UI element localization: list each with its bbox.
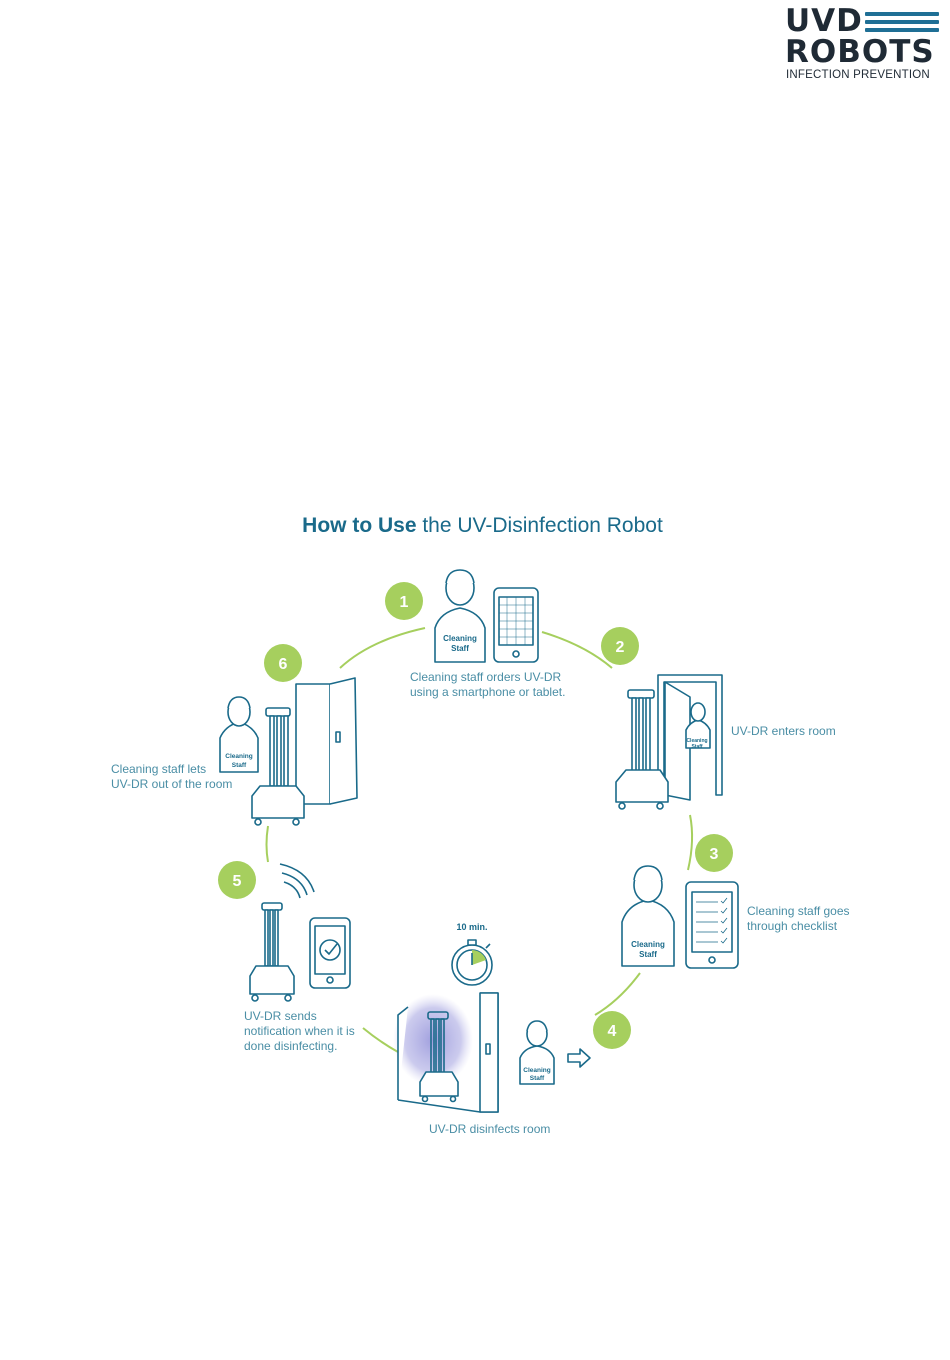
step1-label-line1: Cleaning staff orders UV-DR — [410, 670, 562, 684]
step1-label: Cleaning staff orders UV-DR using a smar… — [410, 670, 565, 700]
step5-uv-robot — [249, 902, 295, 1002]
step1-cleaning-staff-figure: Cleaning Staff — [434, 569, 486, 663]
staff-tag-line2: Staff — [691, 744, 702, 750]
staff-tag-line2: Staff — [639, 950, 657, 959]
staff-tag-line1: Cleaning — [631, 940, 665, 949]
step-badge-2: 2 — [601, 627, 639, 665]
staff-tag-line1: Cleaning — [523, 1067, 550, 1074]
step2-label-line1: UV-DR enters room — [731, 724, 836, 738]
step5-label-line1: UV-DR sends — [244, 1009, 317, 1023]
step-number-4: 4 — [608, 1023, 617, 1040]
arc-6-to-1 — [339, 627, 426, 669]
step5-label: UV-DR sends notification when it is done… — [244, 1009, 355, 1054]
step4-uv-robot — [419, 1011, 459, 1103]
staff-tag-line2: Staff — [451, 644, 469, 653]
staff-tag-line1: Cleaning — [443, 634, 477, 643]
step5-label-line3: done disinfecting. — [244, 1039, 338, 1053]
staff-tag-line2: Staff — [530, 1075, 545, 1082]
step4-label: UV-DR disinfects room — [429, 1122, 550, 1137]
step-number-5: 5 — [233, 873, 242, 890]
arc-1-to-2 — [541, 631, 613, 669]
step-badge-5: 5 — [218, 861, 256, 899]
logo-stripe — [865, 28, 939, 32]
step3-label-line2: through checklist — [747, 919, 838, 933]
step-badge-6: 6 — [264, 644, 302, 682]
step2-label: UV-DR enters room — [731, 724, 836, 739]
logo-line-uvd: UVD — [785, 3, 863, 39]
step4-room-wall — [397, 992, 499, 1113]
diagram-title: How to Use the UV-Disinfection Robot — [0, 514, 950, 538]
step6-uv-robot — [251, 707, 305, 826]
timer-icon: 10 min. — [451, 922, 493, 986]
step6-label-line2: UV-DR out of the room — [111, 777, 233, 791]
cycle-arcs — [265, 627, 694, 1053]
step-badge-3: 3 — [695, 834, 733, 872]
exit-arrow-icon — [567, 1048, 591, 1068]
step6-cleaning-staff-figure: Cleaning Staff — [219, 696, 259, 773]
staff-tag-line1: Cleaning — [225, 753, 252, 760]
logo-line-robots: ROBOTS — [785, 34, 935, 70]
step3-label: Cleaning staff goes through checklist — [747, 904, 850, 934]
staff-tag-line1: Cleaning — [686, 738, 707, 744]
step-badge-4: 4 — [593, 1011, 631, 1049]
smartphone-check-icon — [309, 917, 351, 989]
uvd-robots-logo: UVD ROBOTS INFECTION PREVENTION — [785, 6, 940, 86]
title-rest: the UV-Disinfection Robot — [416, 514, 663, 537]
arc-2-to-3 — [687, 814, 694, 871]
step6-label: Cleaning staff lets UV-DR out of the roo… — [111, 762, 232, 792]
arc-5-to-6 — [265, 825, 269, 863]
step5-label-line2: notification when it is — [244, 1024, 355, 1038]
wifi-signal-icon — [279, 863, 315, 899]
step4-staff-figure: Cleaning Staff — [519, 1020, 555, 1085]
step4-label-line1: UV-DR disinfects room — [429, 1122, 551, 1136]
title-bold: How to Use — [302, 514, 417, 537]
step6-label-line1: Cleaning staff lets — [111, 762, 207, 776]
timer-label: 10 min. — [456, 922, 487, 932]
tablet-icon — [493, 587, 539, 663]
logo-stripe — [865, 20, 939, 24]
logo-stripe — [865, 12, 939, 16]
staff-tag-line2: Staff — [232, 762, 247, 769]
step-number-6: 6 — [279, 656, 288, 673]
step3-cleaning-staff-figure: Cleaning Staff — [621, 865, 675, 967]
arc-4-to-5 — [362, 1027, 399, 1053]
checklist-tablet-icon — [685, 881, 739, 969]
step-number-1: 1 — [400, 594, 409, 611]
step6-door — [295, 677, 358, 805]
arc-3-to-4 — [594, 972, 641, 1016]
step2-uv-robot — [615, 689, 669, 810]
step-number-3: 3 — [710, 846, 719, 863]
uv-light-glow — [393, 994, 473, 1086]
step1-label-line2: using a smartphone or tablet. — [410, 685, 566, 699]
step-number-2: 2 — [616, 639, 625, 656]
logo-tagline: INFECTION PREVENTION — [786, 69, 930, 81]
step3-label-line1: Cleaning staff goes — [747, 904, 850, 918]
step2-staff-figure: Cleaning Staff — [685, 702, 711, 750]
step-badge-1: 1 — [385, 582, 423, 620]
